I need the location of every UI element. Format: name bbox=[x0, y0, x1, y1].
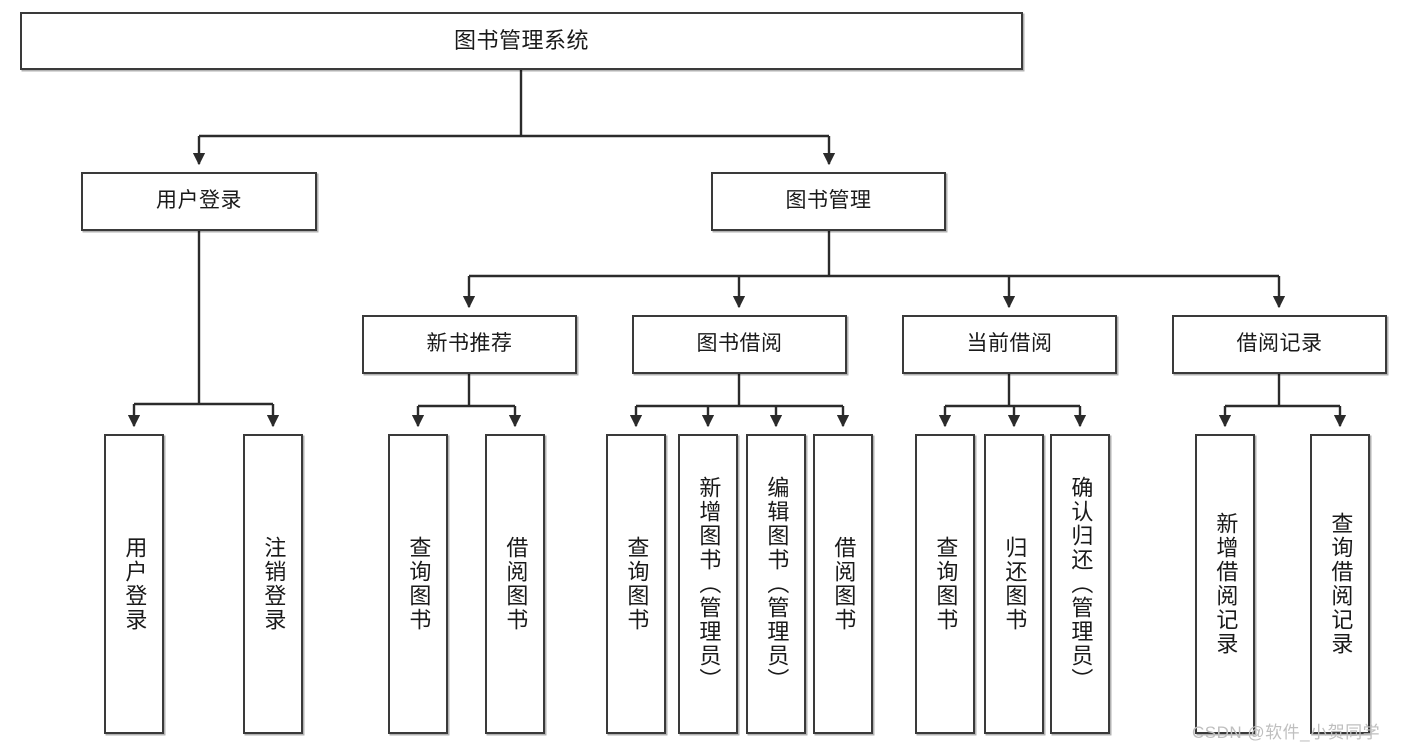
leaf-add-book[interactable]: 新增图书（管理员） bbox=[678, 434, 738, 734]
leaf-add-book-label: 新增图书（管理员） bbox=[696, 476, 722, 692]
leaf-add-borrow-record-label: 新增借阅记录 bbox=[1213, 512, 1239, 656]
leaf-query-book-current-label: 查询图书 bbox=[933, 536, 959, 632]
leaf-edit-book-label: 编辑图书（管理员） bbox=[764, 476, 790, 692]
node-borrow-record-label: 借阅记录 bbox=[1236, 332, 1323, 356]
leaf-return-book[interactable]: 归还图书 bbox=[984, 434, 1044, 734]
leaf-query-book-recommend[interactable]: 查询图书 bbox=[388, 434, 448, 734]
leaf-confirm-return-label: 确认归还（管理员） bbox=[1068, 476, 1094, 692]
leaf-borrow-book-recommend-label: 借阅图书 bbox=[503, 536, 529, 632]
leaf-borrow-book-label: 借阅图书 bbox=[831, 536, 857, 632]
leaf-query-borrow-record[interactable]: 查询借阅记录 bbox=[1310, 434, 1370, 734]
node-new-book-recommend[interactable]: 新书推荐 bbox=[362, 315, 577, 374]
node-root[interactable]: 图书管理系统 bbox=[20, 12, 1023, 70]
leaf-add-borrow-record[interactable]: 新增借阅记录 bbox=[1195, 434, 1255, 734]
node-root-label: 图书管理系统 bbox=[453, 28, 589, 54]
node-current-borrow[interactable]: 当前借阅 bbox=[902, 315, 1117, 374]
leaf-confirm-return[interactable]: 确认归还（管理员） bbox=[1050, 434, 1110, 734]
csdn-watermark: CSDN @软件_小贺同学 bbox=[1192, 723, 1381, 742]
leaf-user-logout-label: 注销登录 bbox=[261, 536, 287, 632]
leaf-user-login[interactable]: 用户登录 bbox=[104, 434, 164, 734]
leaf-edit-book[interactable]: 编辑图书（管理员） bbox=[746, 434, 806, 734]
node-book-manage-label: 图书管理 bbox=[785, 189, 872, 213]
leaf-query-book-current[interactable]: 查询图书 bbox=[915, 434, 975, 734]
leaf-query-book-borrow[interactable]: 查询图书 bbox=[606, 434, 666, 734]
leaf-query-book-recommend-label: 查询图书 bbox=[406, 536, 432, 632]
leaf-return-book-label: 归还图书 bbox=[1002, 536, 1028, 632]
node-borrow-record[interactable]: 借阅记录 bbox=[1172, 315, 1387, 374]
leaf-query-borrow-record-label: 查询借阅记录 bbox=[1328, 512, 1354, 656]
node-book-borrow[interactable]: 图书借阅 bbox=[632, 315, 847, 374]
leaf-user-logout[interactable]: 注销登录 bbox=[243, 434, 303, 734]
node-user-login[interactable]: 用户登录 bbox=[81, 172, 317, 231]
node-user-login-label: 用户登录 bbox=[156, 189, 242, 213]
leaf-borrow-book-recommend[interactable]: 借阅图书 bbox=[485, 434, 545, 734]
leaf-user-login-label: 用户登录 bbox=[122, 536, 148, 632]
leaf-borrow-book[interactable]: 借阅图书 bbox=[813, 434, 873, 734]
node-current-borrow-label: 当前借阅 bbox=[966, 332, 1053, 356]
node-new-book-recommend-label: 新书推荐 bbox=[426, 332, 513, 356]
leaf-query-book-borrow-label: 查询图书 bbox=[624, 536, 650, 632]
node-book-borrow-label: 图书借阅 bbox=[696, 332, 783, 356]
node-book-manage[interactable]: 图书管理 bbox=[711, 172, 946, 231]
